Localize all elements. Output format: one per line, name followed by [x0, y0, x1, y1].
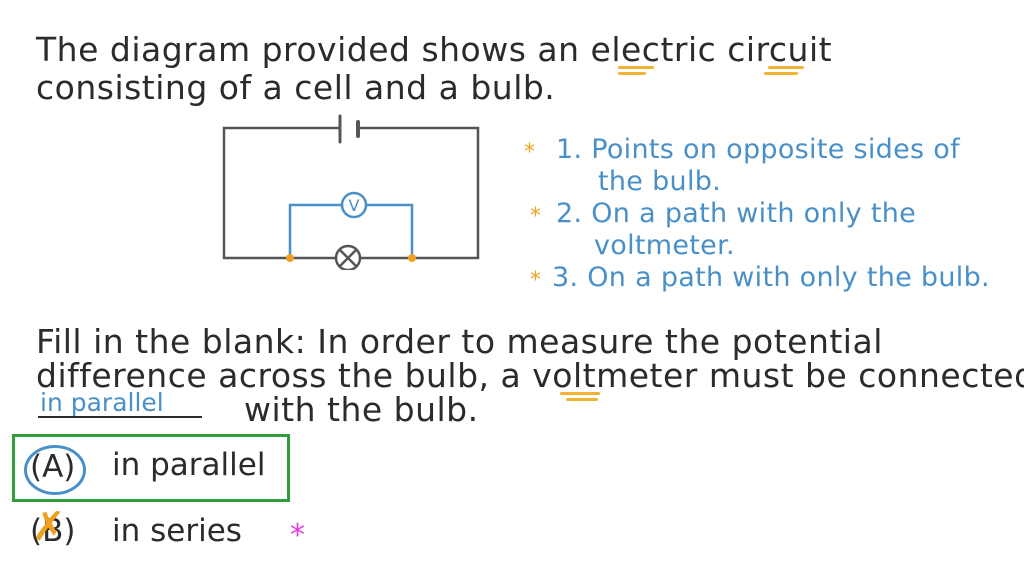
note-3-line-1: 3. On a path with only the bulb.: [552, 262, 990, 293]
circuit-wire-left: [222, 126, 342, 260]
note-1-line-2: the bulb.: [598, 166, 722, 197]
option-a-circle: [24, 445, 86, 495]
fill-blank-line-3: with the bulb.: [244, 390, 479, 429]
option-a-letter[interactable]: (A): [30, 449, 76, 485]
wrong-cross-icon: ✗: [32, 504, 66, 550]
note-2-line-2: voltmeter.: [594, 230, 735, 261]
highlight-underline-voltmeter-2: [566, 398, 598, 401]
option-b-text[interactable]: in series: [112, 513, 242, 549]
voltmeter-icon: [340, 191, 368, 219]
junction-dot-right: [408, 254, 416, 262]
fill-blank-line-2: difference across the bulb, a voltmeter …: [36, 356, 1024, 395]
circuit-wire-right: [358, 126, 480, 260]
voltmeter-wire-left: [288, 203, 344, 260]
pink-star-icon: *: [290, 518, 305, 553]
highlight-underline-voltmeter: [560, 392, 600, 395]
note-1-line-1: 1. Points on opposite sides of: [556, 134, 960, 165]
star-icon: *: [524, 140, 535, 165]
voltmeter-label: V: [349, 196, 360, 215]
highlight-underline-circuit: [768, 66, 804, 69]
voltmeter-wire-right: [364, 203, 414, 260]
question-line-2: consisting of a cell and a bulb.: [36, 68, 556, 107]
option-b-letter[interactable]: (B): [30, 513, 76, 549]
bulb-cross-2: [338, 248, 358, 268]
note-2-line-1: 2. On a path with only the: [556, 198, 917, 229]
answer-blank-line: [38, 416, 202, 418]
bulb-icon: [334, 244, 362, 270]
question-line-1: The diagram provided shows an electric c…: [36, 30, 833, 69]
highlight-underline-electric: [618, 66, 654, 69]
circuit-diagram: V: [222, 114, 480, 270]
junction-dot-left: [286, 254, 294, 262]
star-icon: *: [530, 204, 541, 229]
answer-blank: in parallel: [40, 388, 164, 417]
highlight-underline-circuit-2: [764, 72, 798, 75]
option-a-highlight-box: [12, 434, 290, 502]
star-icon: *: [530, 268, 541, 293]
fill-blank-line-1: Fill in the blank: In order to measure t…: [36, 322, 883, 361]
highlight-underline-electric-2: [618, 72, 646, 75]
option-a-text[interactable]: in parallel: [112, 447, 266, 483]
